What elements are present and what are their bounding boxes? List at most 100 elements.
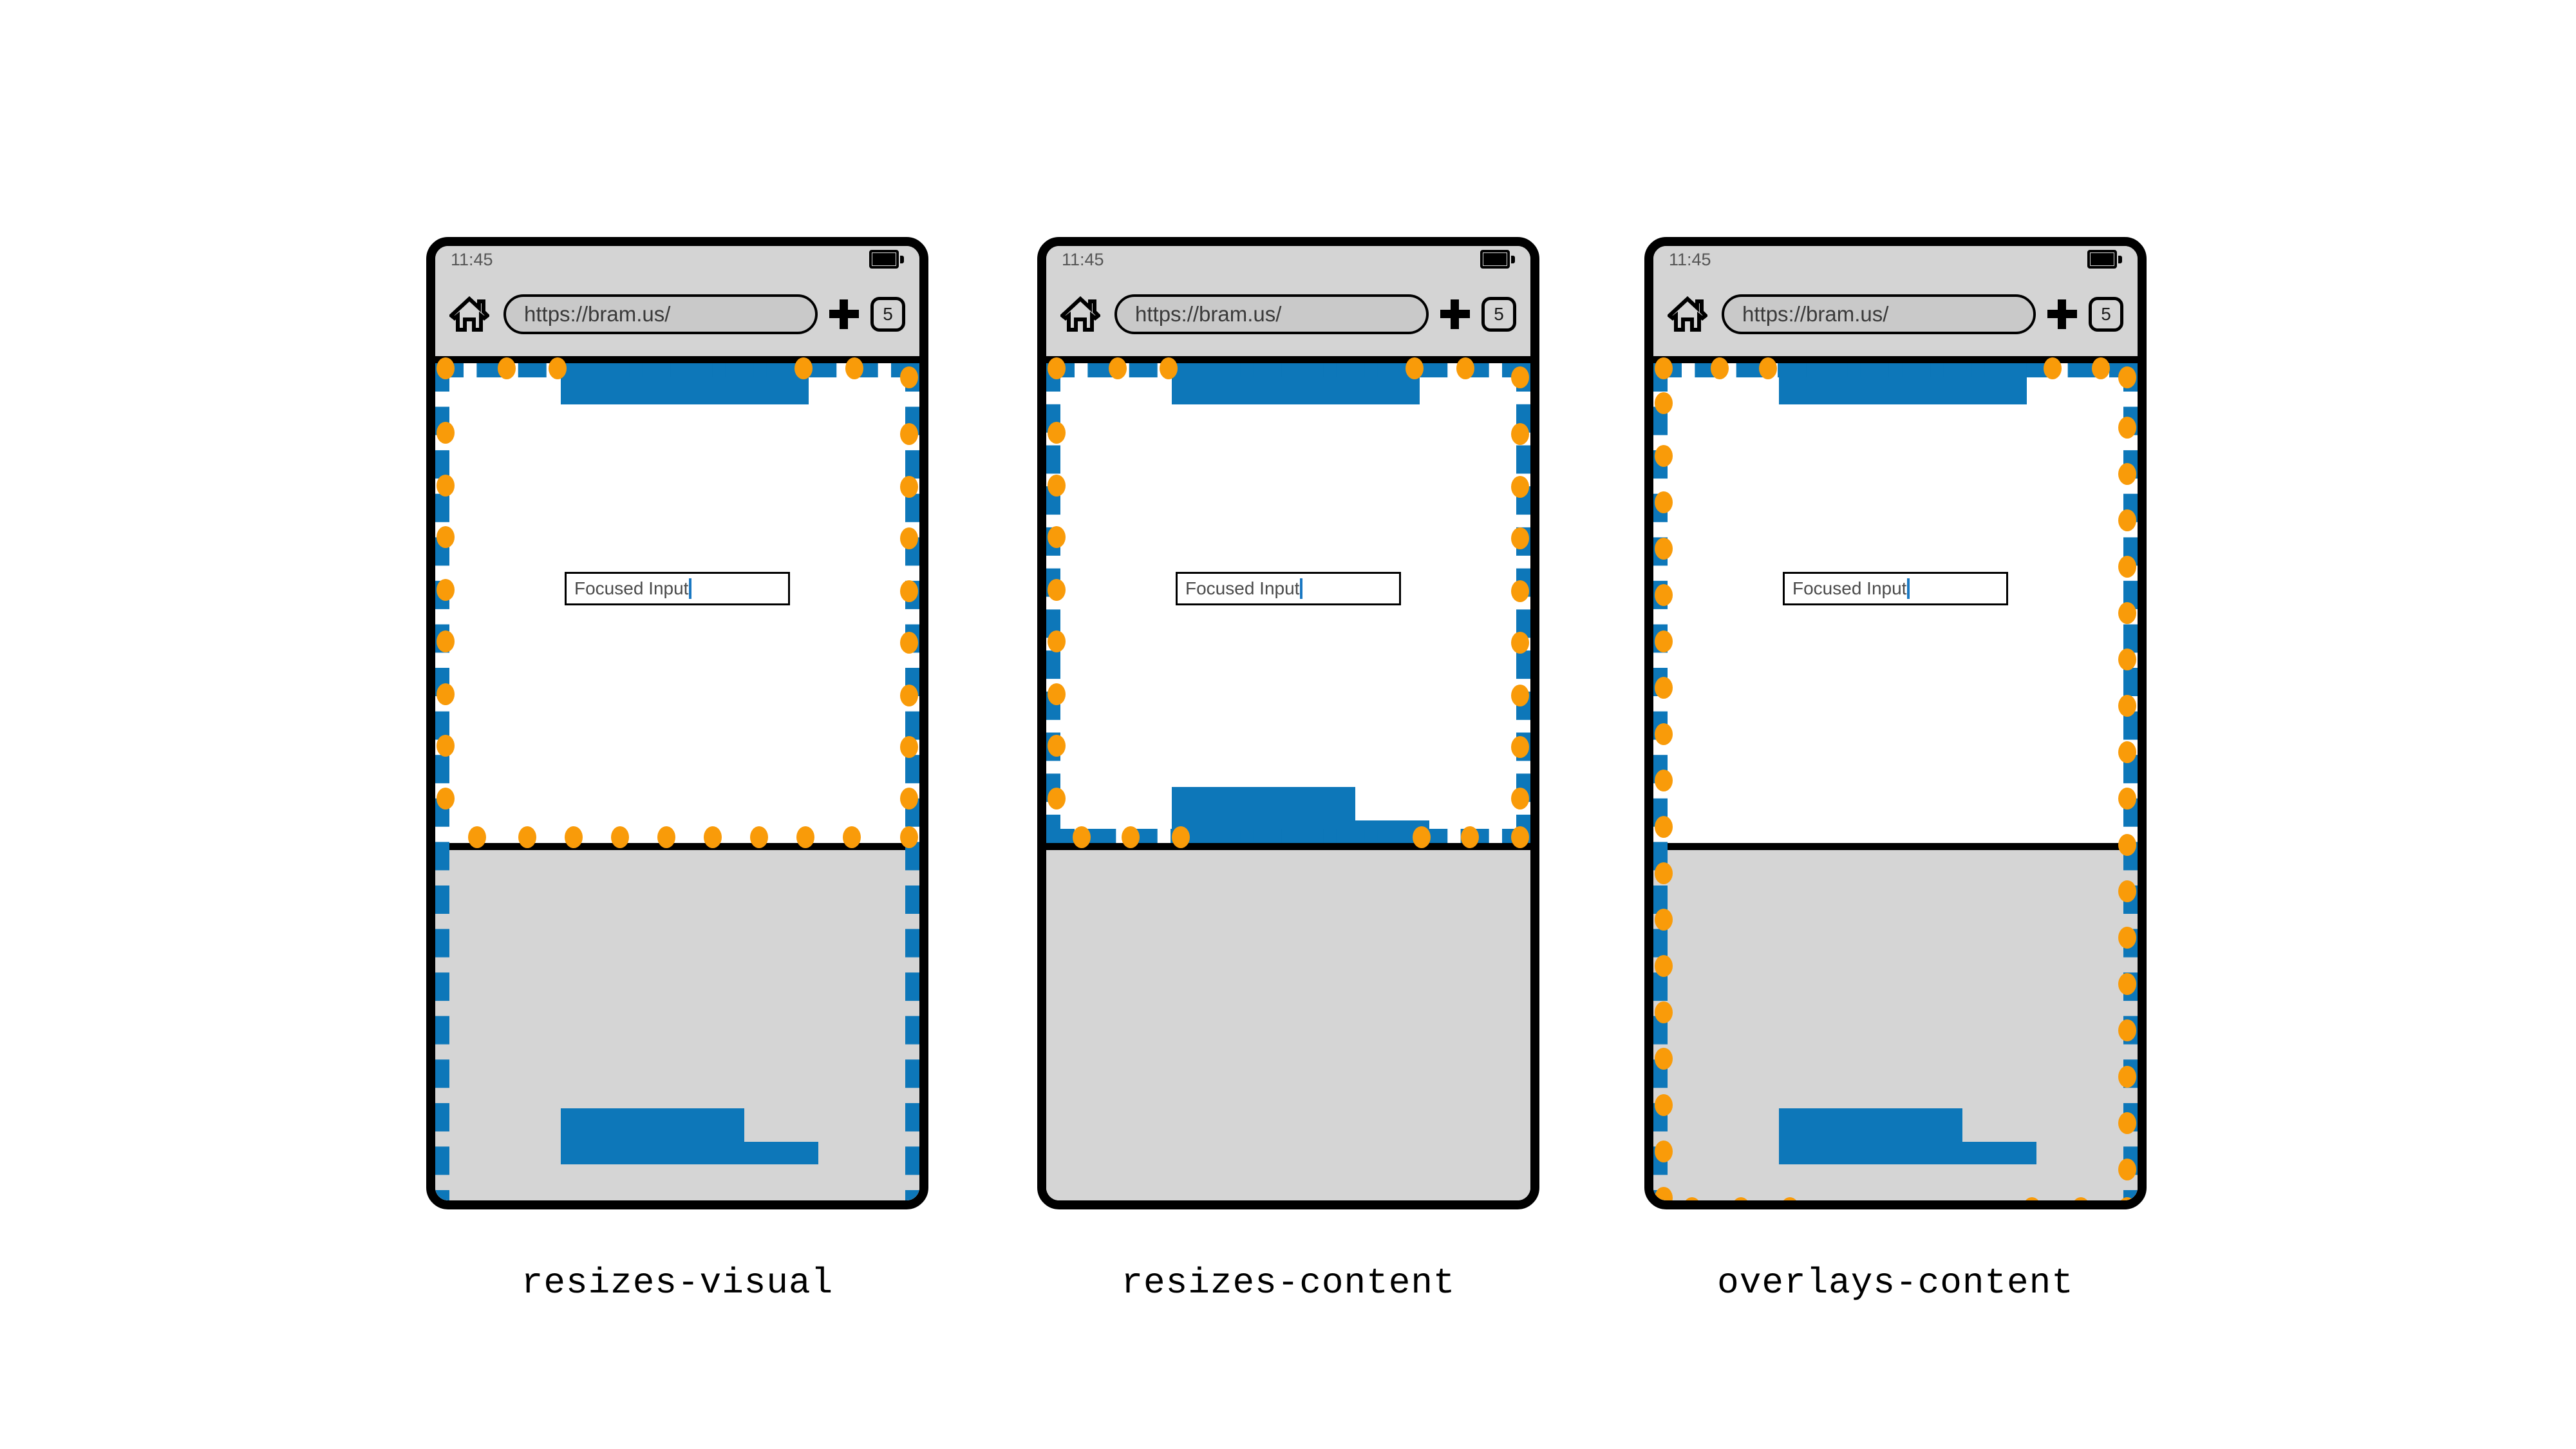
browser-chrome: 11:45 https://bram.us/ 5 <box>1046 246 1530 363</box>
viewport-marker-dot <box>1655 445 1673 467</box>
virtual-keyboard-pane[interactable] <box>1653 843 2138 1200</box>
viewport-marker-dot <box>1511 366 1529 388</box>
status-clock: 11:45 <box>1062 250 1104 269</box>
viewport-marker-dot <box>900 580 918 602</box>
content-pane: Focused Input <box>1046 363 1530 843</box>
viewport-marker-dot <box>1655 862 1673 884</box>
status-bar: 11:45 <box>1046 246 1530 276</box>
tab-count-button[interactable]: 5 <box>1481 297 1516 332</box>
viewport-marker-dot <box>1655 538 1673 560</box>
viewport-marker-dot <box>1511 476 1529 498</box>
viewport-marker-dot <box>1172 826 1190 848</box>
browser-toolbar: https://bram.us/ 5 <box>1046 276 1530 353</box>
virtual-keyboard-pane[interactable] <box>435 843 919 1200</box>
battery-fill <box>1483 253 1507 265</box>
viewport-marker-dot <box>1655 584 1673 606</box>
viewport-marker-dot <box>498 357 516 379</box>
viewport-marker-dot <box>2118 1197 2136 1200</box>
tab-count-button[interactable]: 5 <box>870 297 905 332</box>
viewport-marker-dot <box>2118 741 2136 763</box>
viewport-marker-dot <box>704 826 722 848</box>
viewport-marker-dot <box>1073 826 1091 848</box>
plus-icon[interactable] <box>1440 299 1470 329</box>
viewport-marker-dot <box>1511 788 1529 810</box>
tab-count-button[interactable]: 5 <box>2089 297 2123 332</box>
home-icon[interactable] <box>1668 296 1707 332</box>
viewport-marker-dot <box>900 826 918 848</box>
content-block-top <box>1779 363 2027 404</box>
viewport-marker-dot <box>518 826 536 848</box>
focused-input-value: Focused Input <box>574 578 689 598</box>
focused-input-value: Focused Input <box>1792 578 1907 598</box>
viewport-marker-dot <box>1759 357 1777 379</box>
viewport-marker-dot <box>1511 527 1529 549</box>
viewport-marker-dot <box>1048 683 1066 705</box>
caption-resizes-visual: resizes-visual <box>521 1262 834 1303</box>
viewport-marker-dot <box>1511 423 1529 445</box>
text-caret <box>1907 578 1910 599</box>
viewport-marker-dot <box>437 422 455 444</box>
caption-overlays-content: overlays-content <box>1717 1262 2074 1303</box>
battery-fill <box>872 253 896 265</box>
viewport-marker-dot <box>900 632 918 654</box>
battery-full-icon <box>2087 250 2122 269</box>
viewport-marker-dot <box>1655 1187 1673 1200</box>
home-icon[interactable] <box>449 296 489 332</box>
viewport-marker-dot <box>843 826 861 848</box>
text-caret <box>689 578 692 599</box>
viewport-marker-dot <box>2118 463 2136 485</box>
viewport-marker-dot <box>1711 357 1729 379</box>
url-bar[interactable]: https://bram.us/ <box>1722 294 2036 334</box>
home-icon[interactable] <box>1060 296 1100 332</box>
viewport-marker-dot <box>1655 909 1673 931</box>
url-text: https://bram.us/ <box>524 302 671 326</box>
focused-input-field[interactable]: Focused Input <box>1783 572 2008 605</box>
focused-input-field[interactable]: Focused Input <box>565 572 790 605</box>
viewport-marker-dot <box>1511 736 1529 758</box>
viewport-marker-dot <box>2118 788 2136 810</box>
viewport-marker-dot <box>1655 677 1673 699</box>
viewport-marker-dot <box>2118 1159 2136 1180</box>
viewport-marker-dot <box>2118 834 2136 856</box>
viewport-marker-dot <box>1048 526 1066 548</box>
viewport-marker-dot <box>1683 1197 1701 1200</box>
content-block-top <box>1172 363 1420 404</box>
focused-input-value: Focused Input <box>1185 578 1300 598</box>
viewport-marker-dot <box>1781 1197 1799 1200</box>
status-bar: 11:45 <box>435 246 919 276</box>
viewport-marker-dot <box>1048 422 1066 444</box>
viewport-marker-dot <box>2118 509 2136 531</box>
viewport-marker-dot <box>468 826 486 848</box>
viewport-marker-dot <box>845 357 863 379</box>
viewport-marker-dot <box>900 685 918 706</box>
phone-mockup-resizes-visual: 11:45 https://bram.us/ 5 <box>426 237 928 1209</box>
viewport-marker-dot <box>1655 955 1673 977</box>
viewport-marker-dot <box>2092 357 2110 379</box>
status-bar: 11:45 <box>1653 246 2138 276</box>
content-pane: Focused Input <box>435 363 919 843</box>
viewport-marker-dot <box>2023 1197 2041 1200</box>
viewport-marker-dot <box>2044 357 2062 379</box>
caption-resizes-content: resizes-content <box>1121 1262 1456 1303</box>
plus-icon[interactable] <box>829 299 859 329</box>
viewport-marker-dot <box>1511 826 1529 848</box>
viewport-marker-dot <box>900 788 918 810</box>
content-block-bottom-b <box>1172 820 1429 843</box>
viewport-marker-dot <box>900 476 918 498</box>
battery-shell <box>1480 250 1510 269</box>
content-pane: Focused Input <box>1653 363 2138 843</box>
viewport-marker-dot <box>1461 826 1479 848</box>
url-bar[interactable]: https://bram.us/ <box>503 294 818 334</box>
viewport-marker-dot <box>1048 579 1066 601</box>
url-bar[interactable]: https://bram.us/ <box>1114 294 1429 334</box>
battery-shell <box>2087 250 2117 269</box>
plus-icon[interactable] <box>2047 299 2077 329</box>
battery-full-icon <box>1480 250 1515 269</box>
url-text: https://bram.us/ <box>1742 302 1889 326</box>
viewport-marker-dot <box>1511 580 1529 602</box>
viewport-marker-dot <box>1406 357 1424 379</box>
focused-input-field[interactable]: Focused Input <box>1176 572 1401 605</box>
virtual-keyboard-pane[interactable] <box>1046 843 1530 1200</box>
viewport-marker-dot <box>611 826 629 848</box>
